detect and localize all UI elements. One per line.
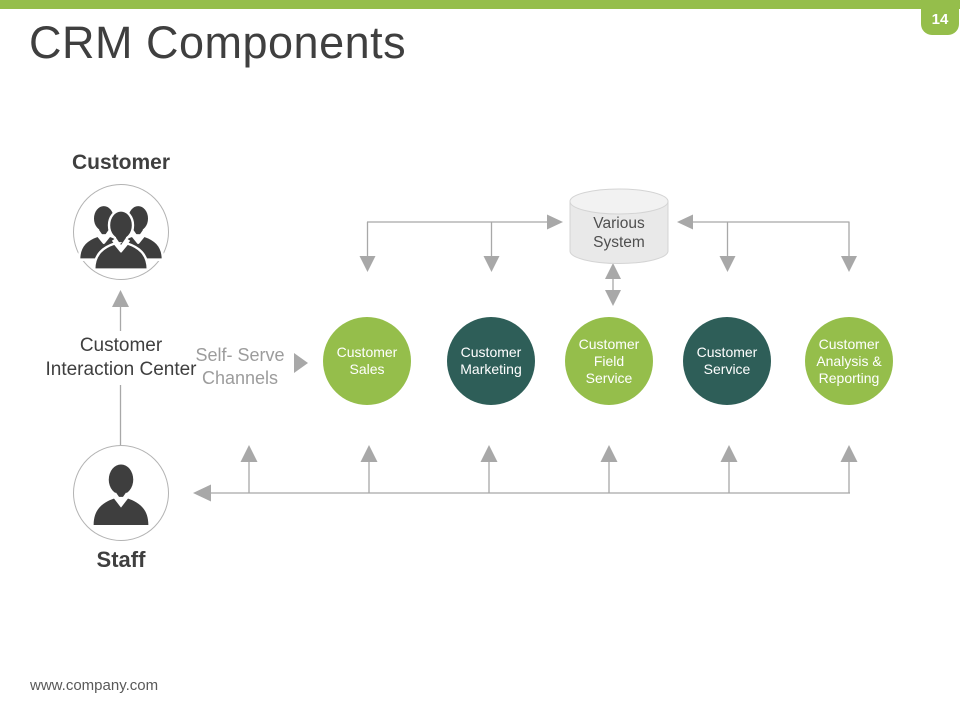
connector-components-to-staff [193, 445, 858, 502]
customer-group-icon [78, 203, 164, 270]
various-system-shape: Various System [568, 188, 670, 266]
self-serve-right-arrow-icon [294, 353, 308, 373]
component-label: Customer Analysis & Reporting [816, 335, 882, 386]
component-customer-sales: Customer Sales [323, 317, 411, 405]
top-accent-bar [0, 0, 960, 9]
database-cylinder-icon [569, 188, 669, 264]
slide-title: CRM Components [29, 17, 407, 68]
connector-system-fieldservice-double-arrow [605, 263, 621, 306]
customer-interaction-center-label: Customer Interaction Center [40, 331, 202, 385]
page-number-badge: 14 [921, 0, 959, 35]
page-number: 14 [931, 10, 949, 28]
self-serve-channels-label: Self- Serve Channels [195, 345, 285, 388]
various-system-label: Various System [593, 215, 645, 251]
staff-avatar-circle [73, 445, 169, 541]
customer-avatar-circle [73, 184, 169, 280]
customer-label: Customer [71, 151, 171, 174]
connector-service-analysis-to-system [677, 214, 857, 272]
component-customer-service: Customer Service [683, 317, 771, 405]
staff-label: Staff [96, 547, 146, 572]
staff-person-icon [93, 464, 149, 525]
footer-url: www.company.com [30, 677, 159, 694]
component-customer-marketing: Customer Marketing [447, 317, 535, 405]
component-label: Customer Marketing [460, 344, 522, 377]
component-customer-analysis-reporting: Customer Analysis & Reporting [805, 317, 893, 405]
component-customer-field-service: Customer Field Service [565, 317, 653, 405]
connector-sales-marketing-to-system [359, 214, 563, 272]
component-label: Customer Field Service [578, 335, 640, 386]
component-label: Customer Service [696, 344, 758, 377]
component-label: Customer Sales [336, 344, 398, 377]
